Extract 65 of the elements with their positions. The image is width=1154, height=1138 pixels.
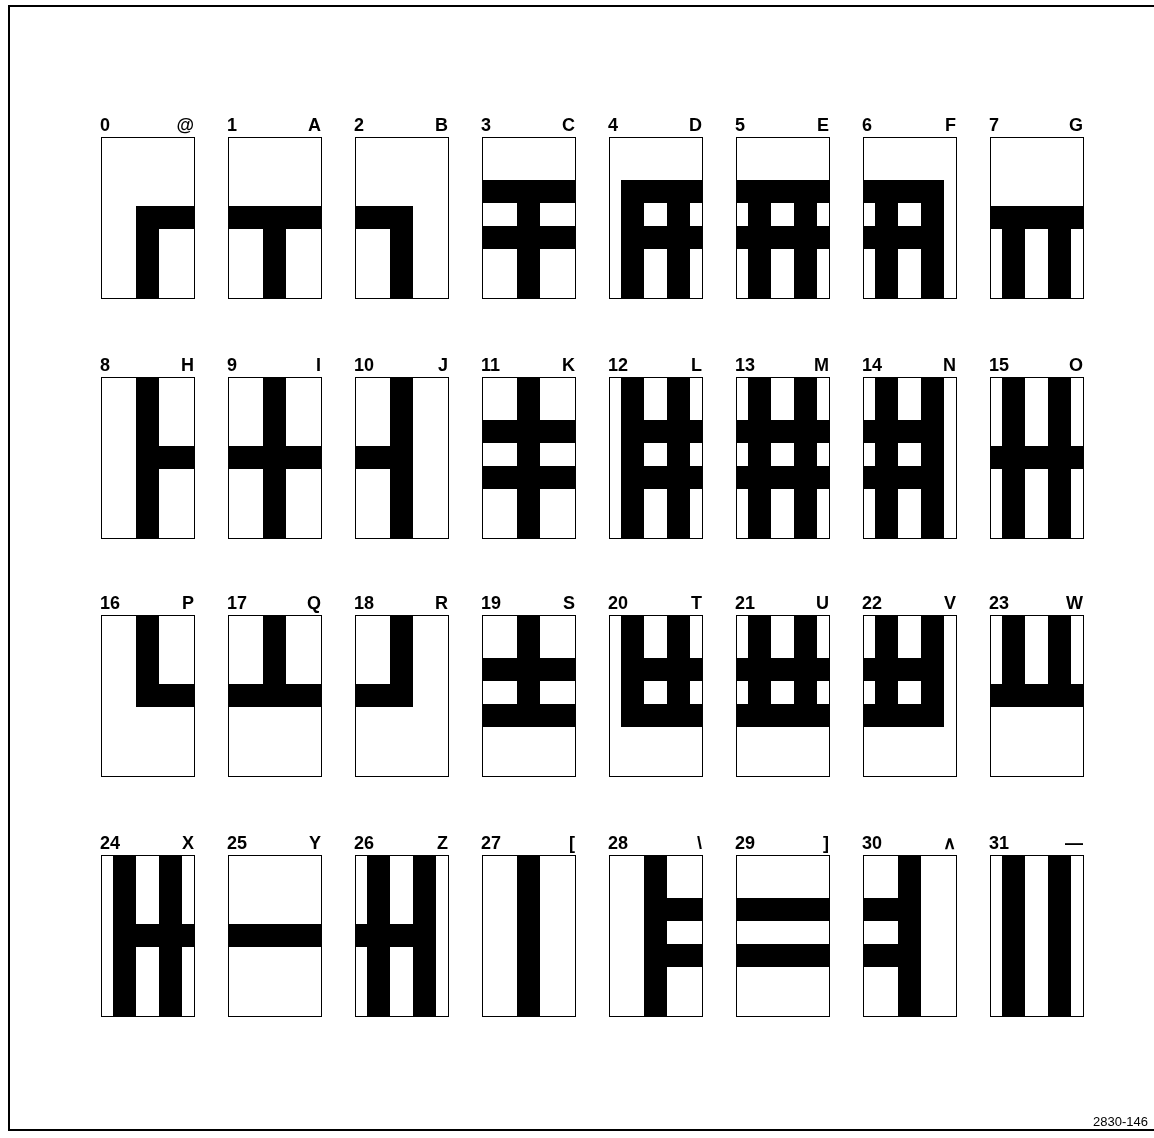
code-number: 9 (227, 356, 237, 374)
character-label: ] (823, 834, 829, 852)
code-number: 20 (608, 594, 629, 612)
character-label: W (1066, 594, 1083, 612)
code-number: 27 (481, 834, 502, 852)
character-label: G (1069, 116, 1083, 134)
character-label: S (563, 594, 575, 612)
character-label: [ (569, 834, 575, 852)
character-label: E (817, 116, 829, 134)
code-number: 0 (100, 116, 110, 134)
code-number: 11 (481, 356, 501, 374)
character-label: P (182, 594, 194, 612)
character-label: I (316, 356, 321, 374)
code-number: 29 (735, 834, 756, 852)
character-label: A (308, 116, 321, 134)
code-number: 3 (481, 116, 491, 134)
code-number: 31 (989, 834, 1010, 852)
character-label: X (182, 834, 194, 852)
code-number: 23 (989, 594, 1010, 612)
character-label: V (944, 594, 956, 612)
character-label: L (691, 356, 702, 374)
character-label: H (181, 356, 194, 374)
character-label: O (1069, 356, 1083, 374)
code-number: 18 (354, 594, 375, 612)
character-label: @ (176, 116, 194, 134)
character-label: ∧ (943, 834, 956, 852)
code-number: 28 (608, 834, 629, 852)
code-number: 19 (481, 594, 502, 612)
code-number: 12 (608, 356, 629, 374)
character-label: F (945, 116, 956, 134)
character-label: N (943, 356, 956, 374)
character-label: K (562, 356, 575, 374)
code-number: 6 (862, 116, 872, 134)
character-label: \ (697, 834, 702, 852)
code-number: 5 (735, 116, 745, 134)
code-number: 2 (354, 116, 364, 134)
code-number: 21 (735, 594, 756, 612)
character-label: D (689, 116, 702, 134)
character-label: Q (307, 594, 321, 612)
character-label: Z (437, 834, 448, 852)
character-label: C (562, 116, 575, 134)
character-label: R (435, 594, 448, 612)
character-label: U (816, 594, 829, 612)
code-number: 15 (989, 356, 1010, 374)
code-number: 25 (227, 834, 248, 852)
character-label: T (691, 594, 702, 612)
character-label: Y (309, 834, 321, 852)
code-number: 30 (862, 834, 883, 852)
code-number: 26 (354, 834, 375, 852)
code-number: 7 (989, 116, 999, 134)
code-number: 13 (735, 356, 756, 374)
code-number: 1 (227, 116, 237, 134)
code-number: 8 (100, 356, 110, 374)
code-number: 16 (100, 594, 121, 612)
character-label: J (438, 356, 448, 374)
code-number: 24 (100, 834, 121, 852)
character-label: M (814, 356, 829, 374)
character-label: — (1065, 834, 1083, 852)
code-number: 10 (354, 356, 375, 374)
figure-number: 2830-146 (1093, 1113, 1148, 1131)
code-number: 4 (608, 116, 618, 134)
code-number: 17 (227, 594, 248, 612)
character-label: B (435, 116, 448, 134)
code-number: 22 (862, 594, 883, 612)
code-number: 14 (862, 356, 883, 374)
